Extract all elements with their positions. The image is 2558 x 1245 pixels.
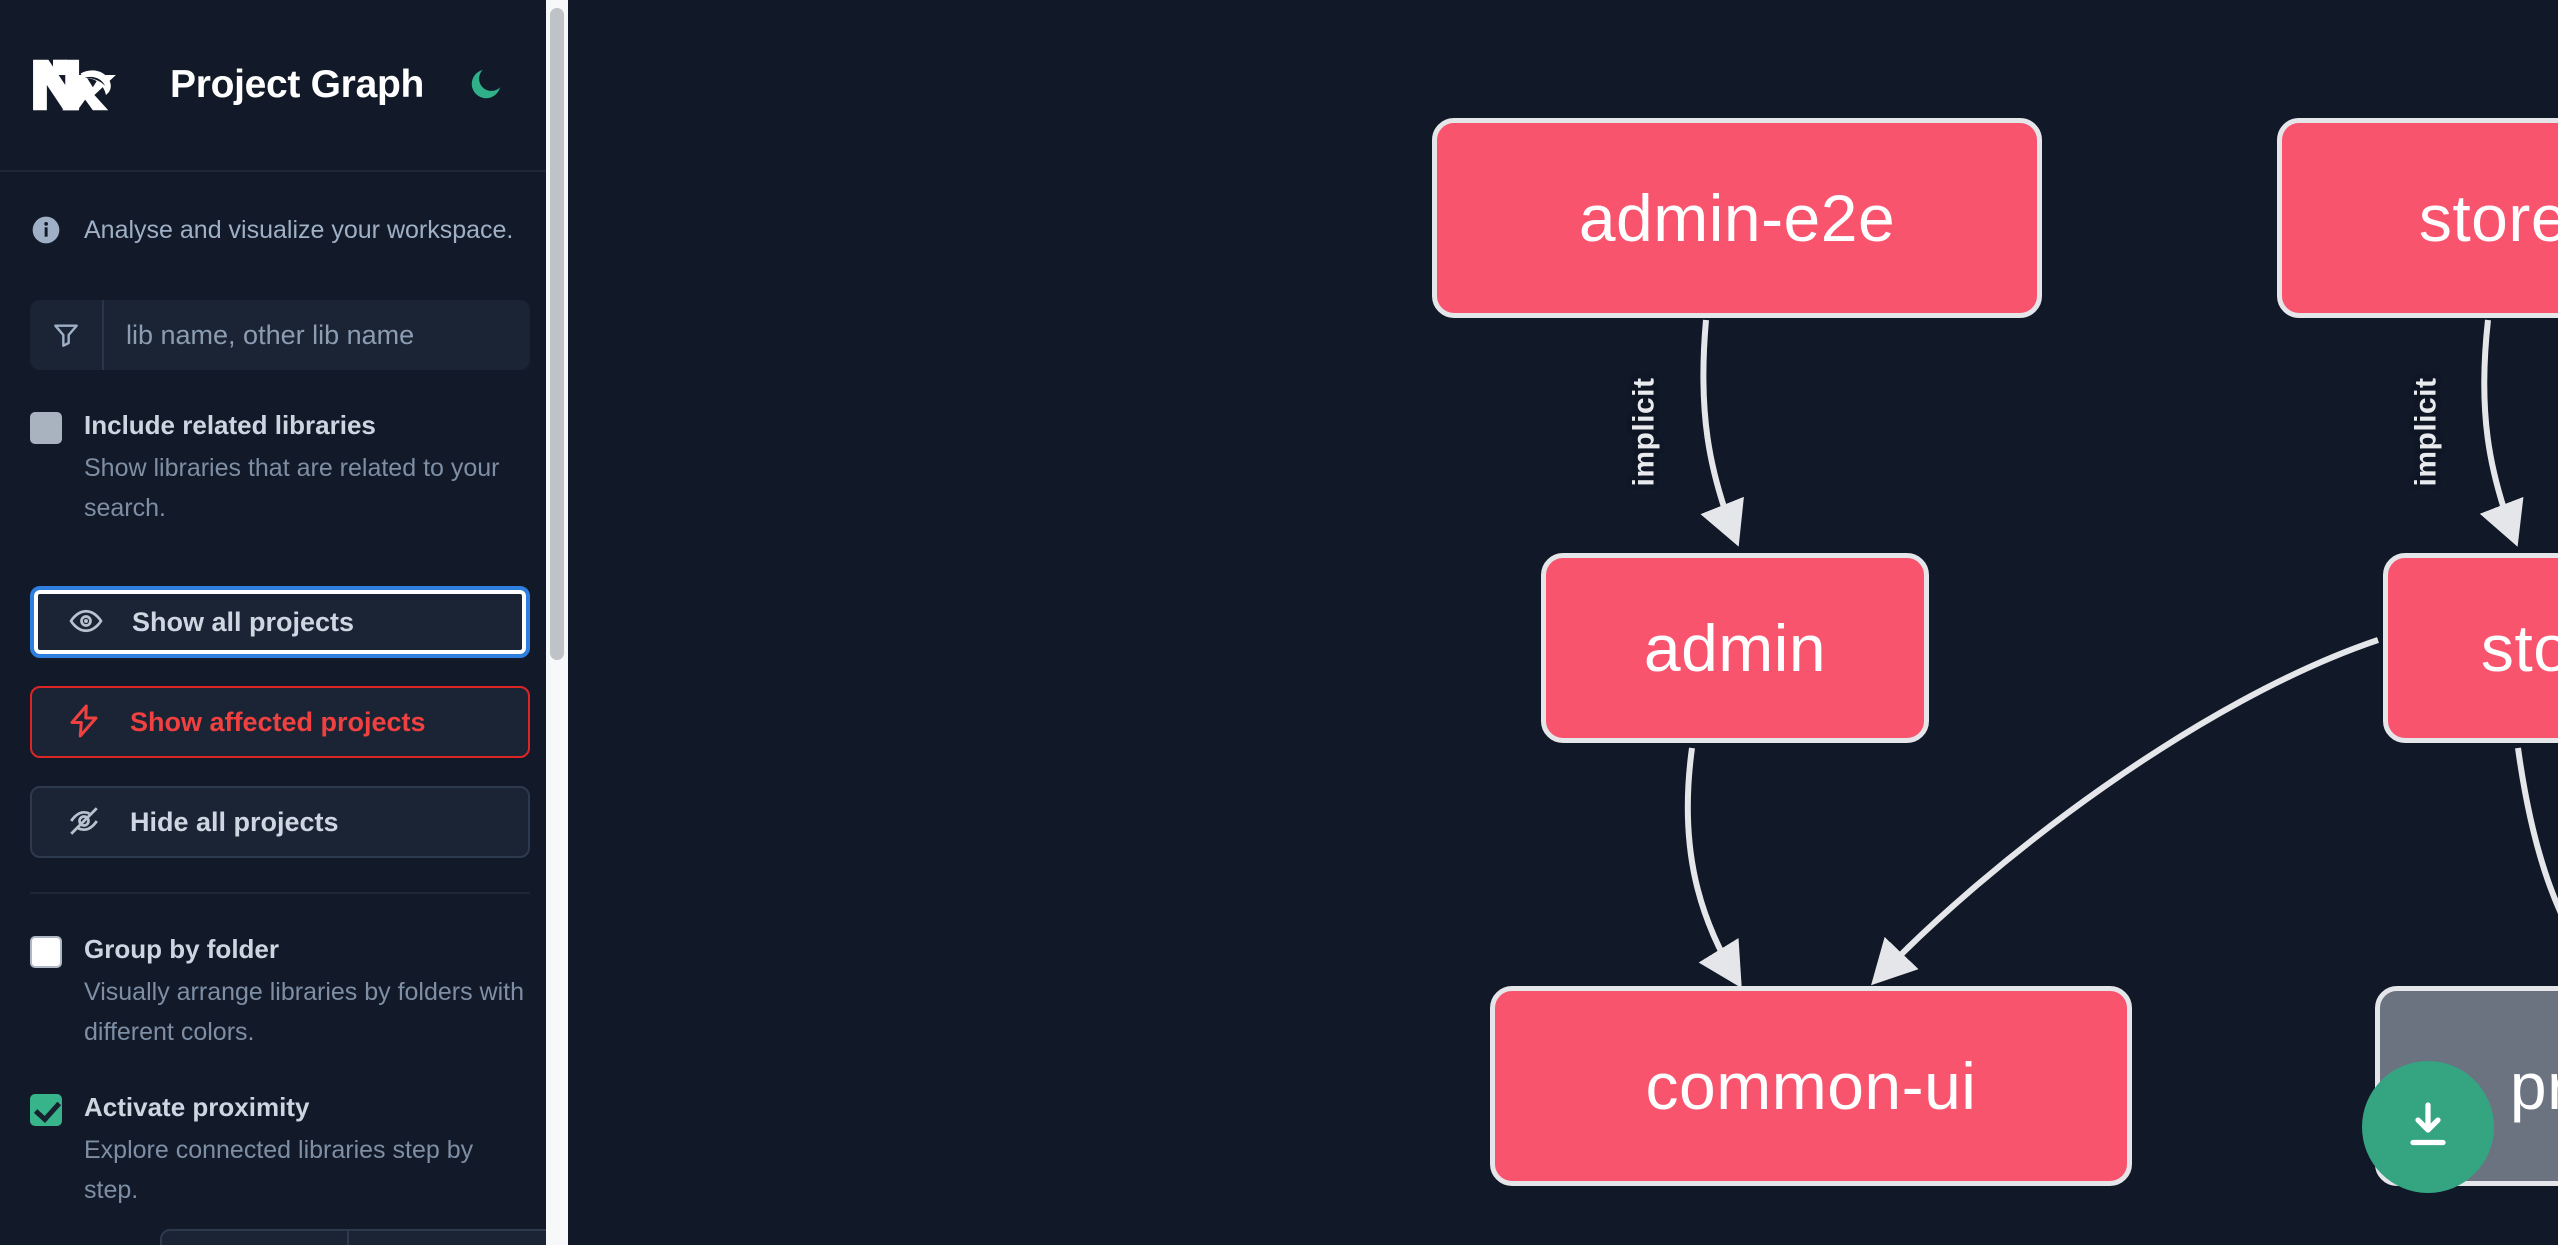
eye-slash-icon [66, 803, 102, 842]
show-affected-projects-label: Show affected projects [130, 706, 426, 737]
edge-label-store-e2e-store: implicit [2409, 377, 2443, 487]
graph-edges [1684, 319, 2558, 989]
graph-canvas[interactable]: admin-e2e store-e2e admin store common-u… [560, 0, 2558, 1245]
checkbox-activate-proximity[interactable] [30, 1094, 62, 1126]
option-include-related-libraries[interactable]: Include related libraries Show libraries… [30, 408, 530, 528]
analyse-text: Analyse and visualize your workspace. [84, 215, 514, 244]
checkbox-include-related-libraries[interactable] [30, 412, 62, 444]
nx-logo [30, 52, 122, 118]
analyse-info: Analyse and visualize your workspace. [30, 214, 530, 246]
page-title: Project Graph [170, 63, 424, 106]
graph-node-admin-e2e[interactable]: admin-e2e [1432, 118, 2042, 318]
node-label: common-ui [1645, 1049, 1977, 1123]
sidebar-header: Project Graph [0, 0, 560, 172]
option-description: Show libraries that are related to your … [84, 454, 500, 522]
eye-icon [68, 603, 104, 642]
graph-node-common-ui[interactable]: common-ui [1490, 986, 2132, 1186]
show-all-projects-label: Show all projects [132, 606, 355, 637]
download-graph-button[interactable] [2362, 1061, 2494, 1193]
option-description: Explore connected libraries step by step… [84, 1136, 474, 1204]
moon-icon[interactable] [462, 62, 508, 108]
graph-node-admin[interactable]: admin [1541, 553, 1929, 743]
graph-node-store[interactable]: store [2383, 553, 2558, 743]
proximity-stepper-partial[interactable] [160, 1229, 560, 1245]
sidebar-scrollbar[interactable] [546, 0, 568, 1245]
filter-icon [30, 300, 104, 370]
option-activate-proximity[interactable]: Activate proximity Explore connected lib… [30, 1090, 530, 1210]
hide-all-projects-label: Hide all projects [130, 806, 339, 837]
edge-label-admin-e2e-admin: implicit [1627, 377, 1661, 487]
sidebar-body: Analyse and visualize your workspace. In… [0, 214, 560, 1210]
option-group-by-folder[interactable]: Group by folder Visually arrange librari… [30, 932, 530, 1052]
edge-store-common-ui [1871, 637, 2379, 986]
option-title: Activate proximity [84, 1092, 310, 1122]
graph-node-store-e2e[interactable]: store-e2e [2277, 118, 2558, 318]
checkbox-group-by-folder[interactable] [30, 936, 62, 968]
edge-admin-common-ui [1684, 747, 1742, 989]
edge-store-products [2515, 747, 2558, 915]
search-box[interactable] [30, 300, 530, 370]
option-title: Include related libraries [84, 410, 376, 440]
sidebar: Project Graph Analyse and visualize your… [0, 0, 560, 1245]
show-affected-projects-button[interactable]: Show affected projects [30, 686, 530, 758]
hide-all-projects-button[interactable]: Hide all projects [30, 786, 530, 858]
edge-admin-e2e-admin [1700, 319, 1744, 547]
search-input[interactable] [104, 300, 530, 370]
node-label: products [2509, 1049, 2558, 1123]
lightning-bolt-icon [66, 703, 102, 742]
download-icon [2398, 1095, 2458, 1160]
option-description: Visually arrange libraries by folders wi… [84, 978, 525, 1046]
sidebar-divider [30, 892, 530, 894]
edge-store-e2e-store [2479, 319, 2524, 547]
node-label: store [2480, 611, 2558, 685]
info-circle-icon [30, 214, 62, 246]
node-label: admin-e2e [1578, 181, 1896, 255]
sidebar-scrollbar-thumb[interactable] [550, 8, 564, 660]
option-title: Group by folder [84, 934, 279, 964]
show-all-projects-button[interactable]: Show all projects [30, 586, 530, 658]
node-label: admin [1643, 611, 1827, 685]
node-label: store-e2e [2418, 181, 2558, 255]
